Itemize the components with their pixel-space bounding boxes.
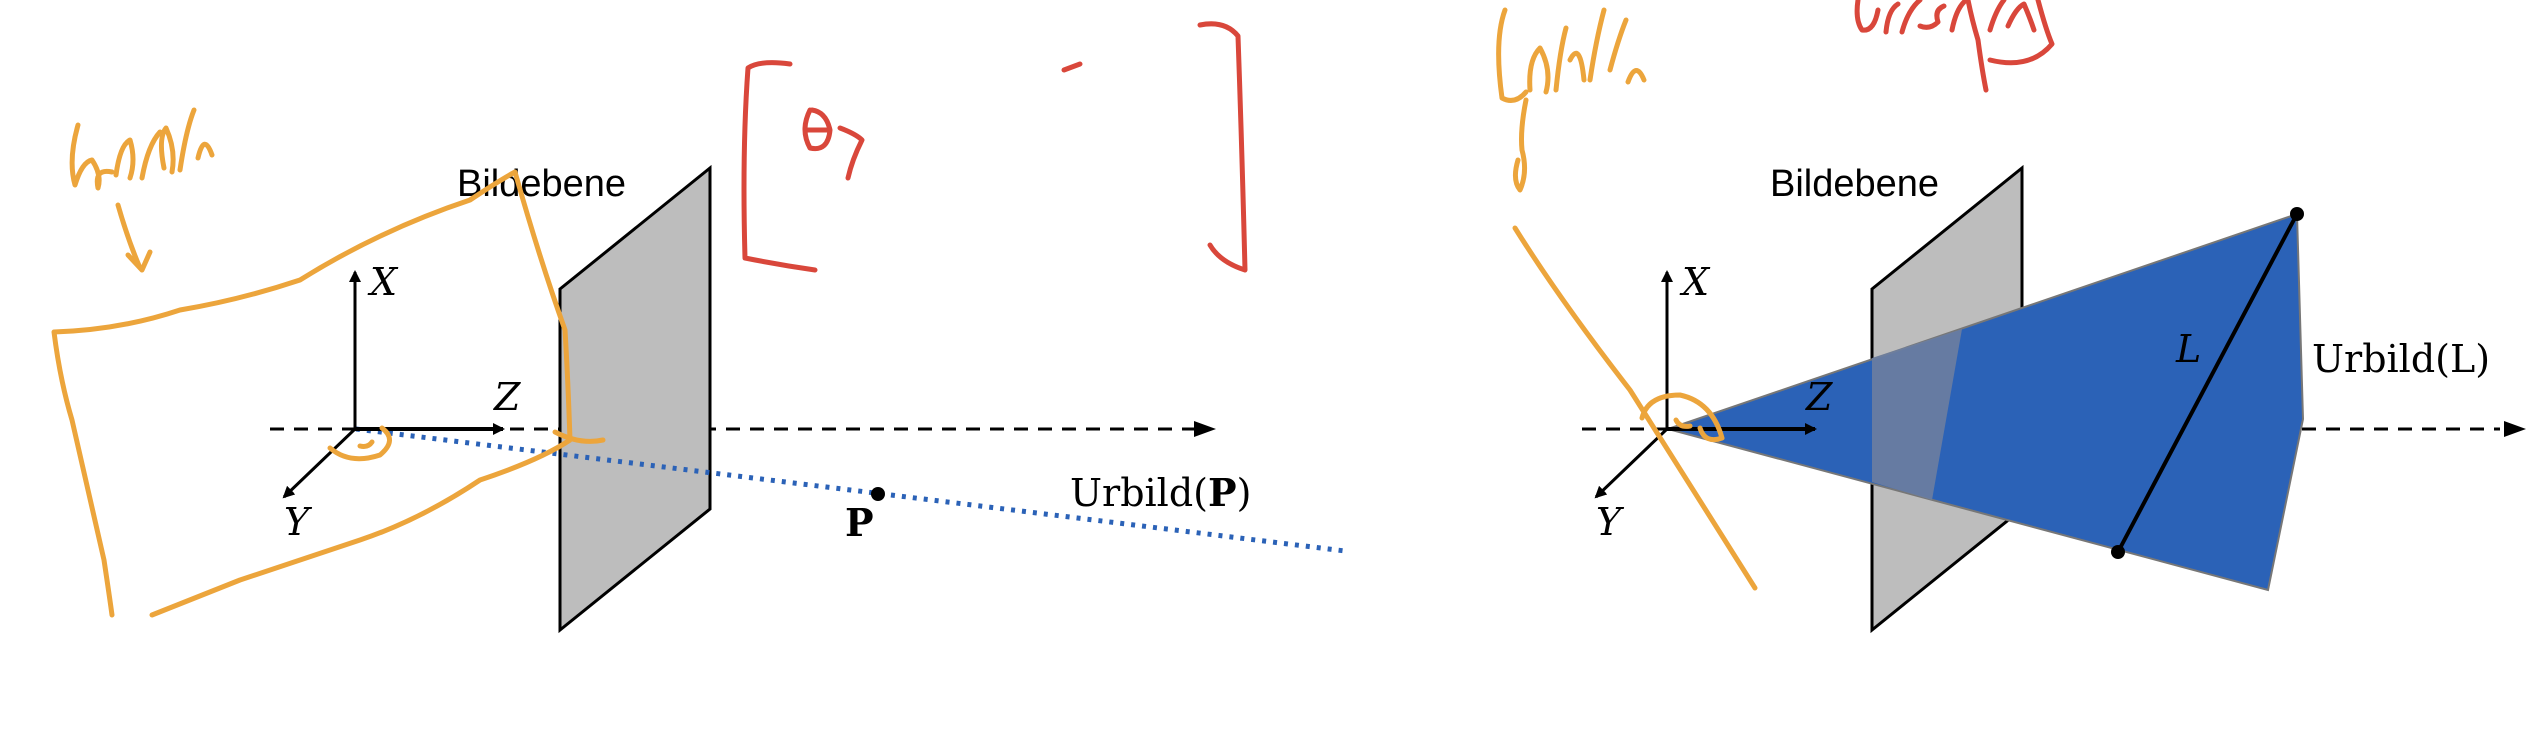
right-plane-label: Bildebene — [1770, 163, 1939, 205]
left-handwriting-outline — [51, 169, 573, 618]
right-figure: Bildebene X Z Y L Urbild(L) — [1496, 0, 2526, 634]
red-bracket-open — [741, 60, 818, 273]
line-l — [2116, 213, 2299, 553]
right-handwriting-eye — [1639, 392, 1725, 443]
right-handwriting-hook — [1512, 97, 1529, 193]
left-figure: Bildebene X Z Y P Urbild(P) — [51, 21, 1346, 634]
line-l-label: L — [2175, 327, 2201, 371]
right-axis-x-label: X — [1679, 260, 1711, 304]
right-orange-annotations — [1496, 7, 1758, 591]
left-optical-axis-arrowhead — [1194, 421, 1216, 437]
left-orange-annotations — [51, 107, 606, 618]
right-handwriting-diagonal — [1512, 225, 1758, 591]
left-handwriting-eye — [327, 425, 392, 462]
red-handwriting-tick — [1061, 61, 1083, 73]
red-bracket-close — [1197, 21, 1248, 273]
red-handwriting-theta — [802, 107, 865, 181]
line-l-endpoint-top — [2290, 207, 2304, 221]
left-red-annotations — [741, 21, 1248, 273]
right-red-annotations — [1854, 0, 2055, 93]
red-handwriting-word — [1854, 0, 2055, 93]
right-axis-z-label: Z — [1805, 375, 1833, 419]
left-handwriting-curl — [552, 429, 606, 444]
left-axis-y-label: Y — [284, 500, 313, 544]
urbild-p-label: Urbild(P) — [1070, 470, 1251, 515]
left-handwriting-scribble — [69, 107, 215, 191]
right-handwriting-scribble — [1496, 7, 1647, 103]
point-p-dot — [871, 487, 885, 501]
wedge-behind-plane-overlay — [1872, 329, 1962, 500]
left-y-axis — [282, 427, 357, 499]
left-axis-x-label: X — [367, 260, 399, 304]
line-l-endpoint-bottom — [2111, 545, 2125, 559]
left-axis-z-label: Z — [493, 375, 521, 419]
left-ray-dotted — [355, 426, 1346, 554]
right-axis-y-label: Y — [1596, 500, 1625, 544]
urbild-l-wedge — [1664, 212, 2305, 592]
right-y-axis — [1594, 427, 1669, 499]
urbild-l-label: Urbild(L) — [2312, 337, 2490, 381]
point-p-label: P — [845, 500, 874, 545]
left-plane-label: Bildebene — [457, 163, 626, 205]
left-image-plane — [558, 164, 712, 634]
left-handwriting-arrow — [115, 202, 153, 273]
right-optical-axis-arrowhead — [2504, 421, 2526, 437]
